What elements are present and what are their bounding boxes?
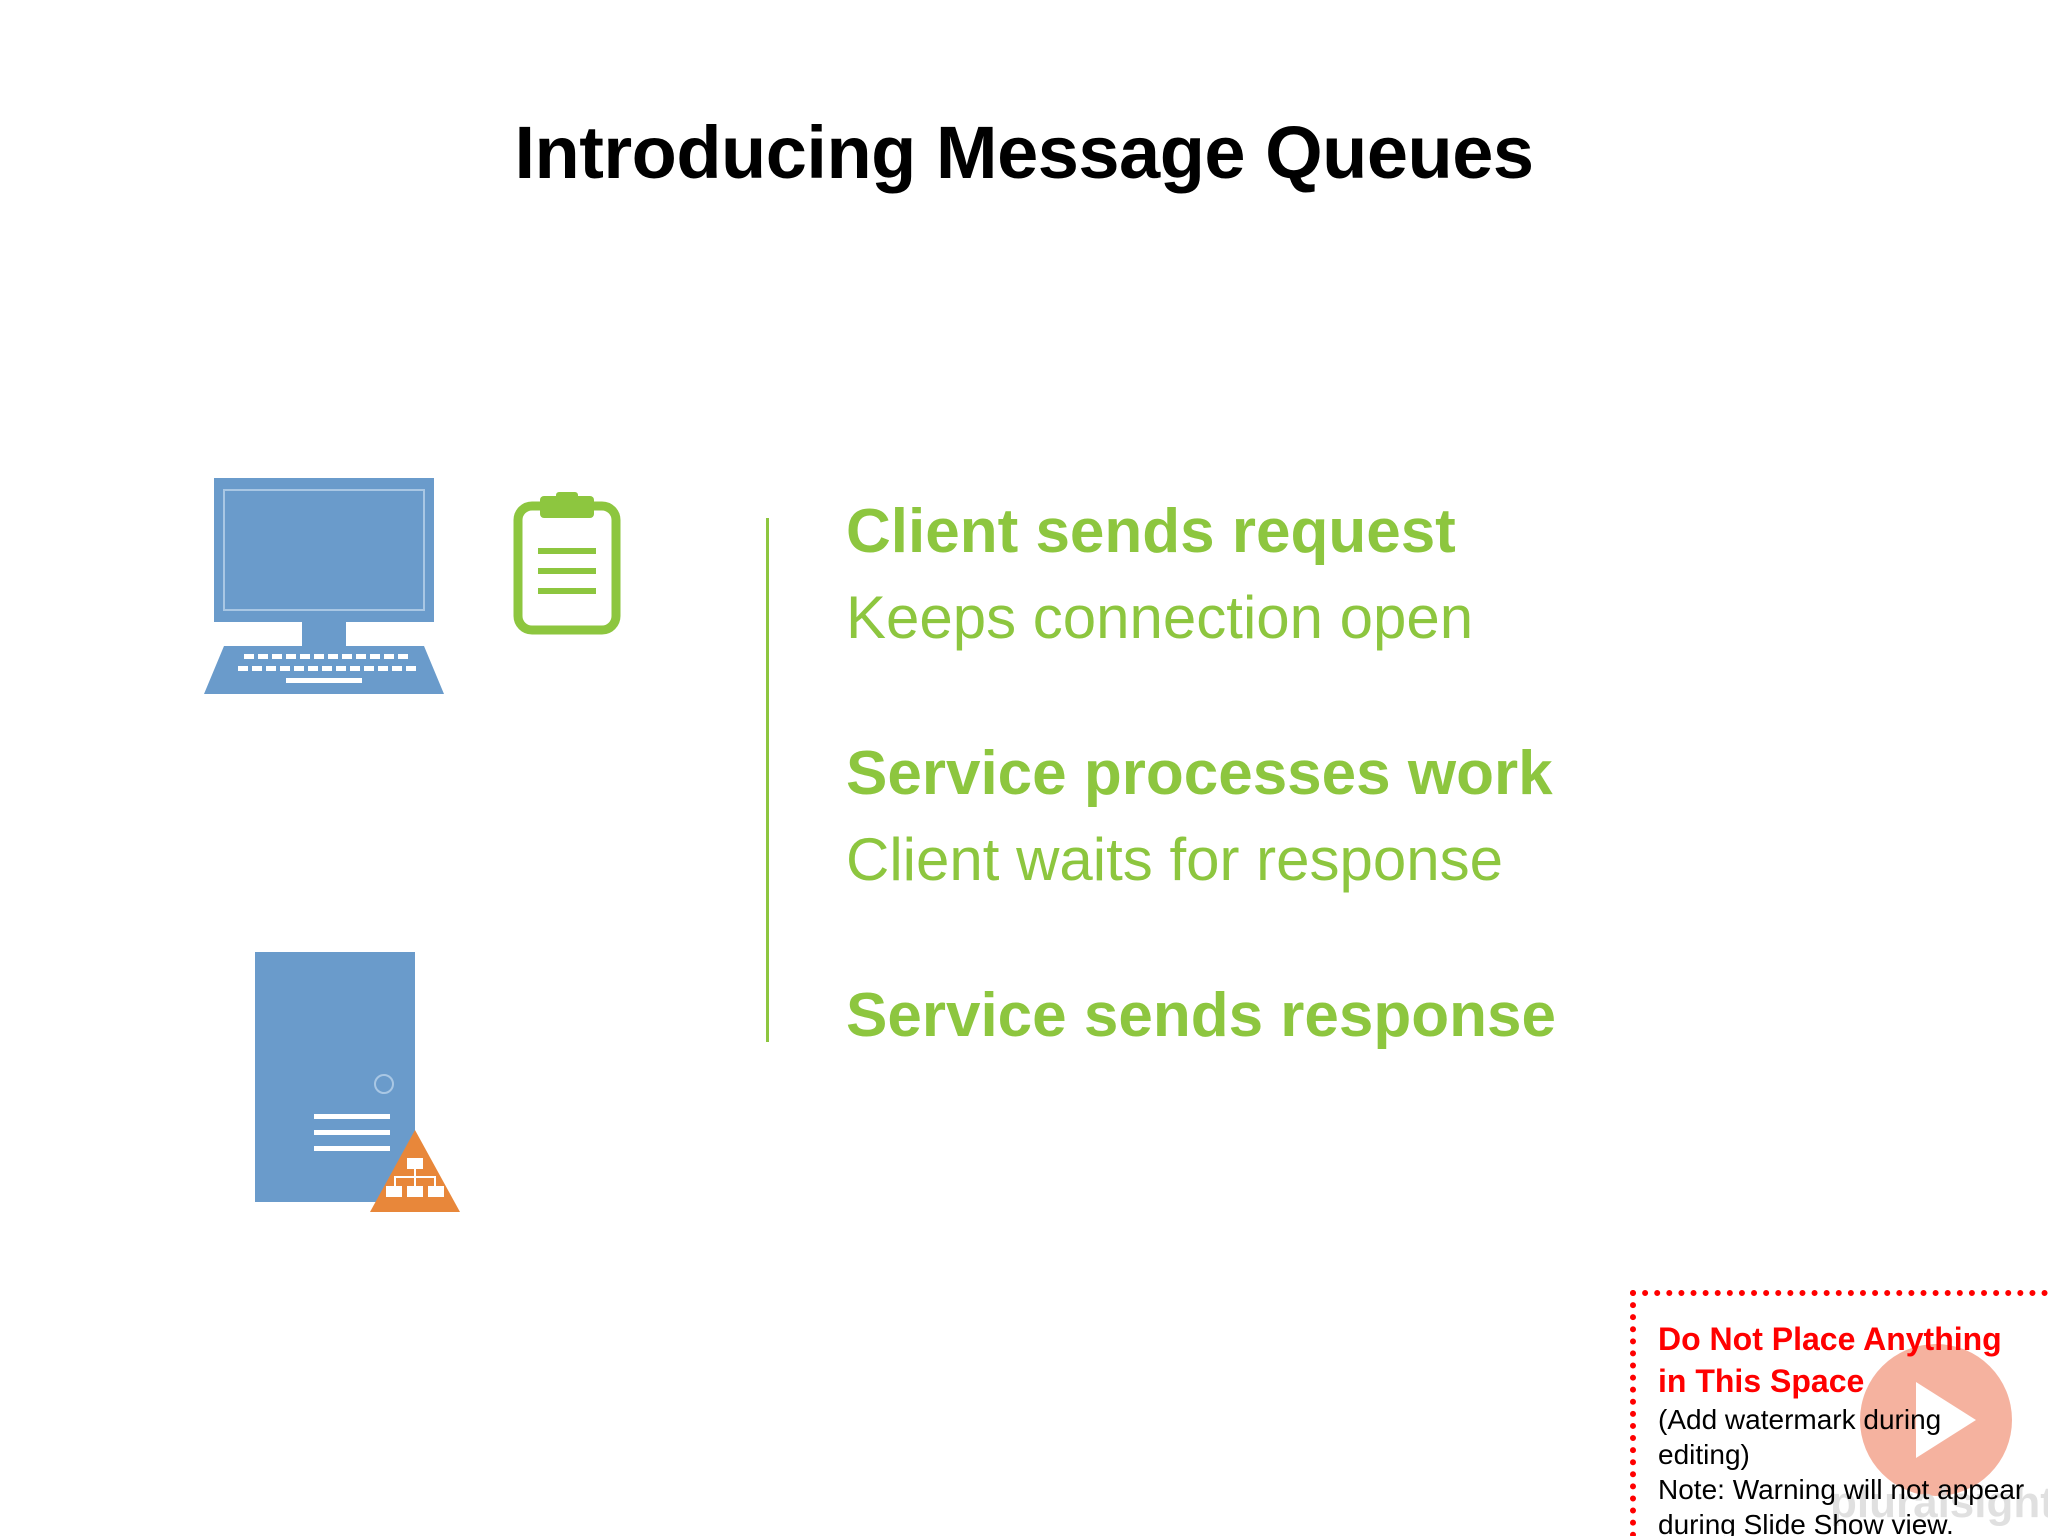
step-subtext: Client waits for response [846,826,1503,893]
step-subtext: Keeps connection open [846,584,1474,651]
desktop-computer-icon [204,478,444,694]
warning-title-line2: in This Space [1658,1363,1865,1399]
play-logo-icon [1860,1344,2012,1496]
network-hierarchy-icon [370,1130,460,1212]
step-item: Client sends request Keeps connection op… [846,490,1746,662]
slide-title: Introducing Message Queues [514,111,1534,194]
warning-line2: editing) [1658,1439,1750,1470]
step-heading: Service processes work [846,739,1553,808]
watermark-brand: pluralsight [1830,1478,2048,1527]
warning-title-line1: Do Not Place Anything [1658,1321,2002,1357]
warning-line4: during Slide Show view. [1658,1509,1954,1536]
step-item: Service processes work Client waits for … [846,732,1746,904]
clipboard-icon [513,492,621,635]
server-icon [255,952,415,1202]
step-heading: Client sends request [846,497,1456,566]
step-item: Service sends response [846,974,1746,1058]
watermark-warning-box: Do Not Place Anything in This Space (Add… [1630,1290,2048,1536]
steps-list: Client sends request Keeps connection op… [846,490,1746,1058]
vertical-divider [766,518,769,1042]
warning-line1: (Add watermark during [1658,1404,1942,1435]
warning-line3: Note: Warning will not appear [1658,1474,2025,1505]
step-heading: Service sends response [846,981,1556,1050]
